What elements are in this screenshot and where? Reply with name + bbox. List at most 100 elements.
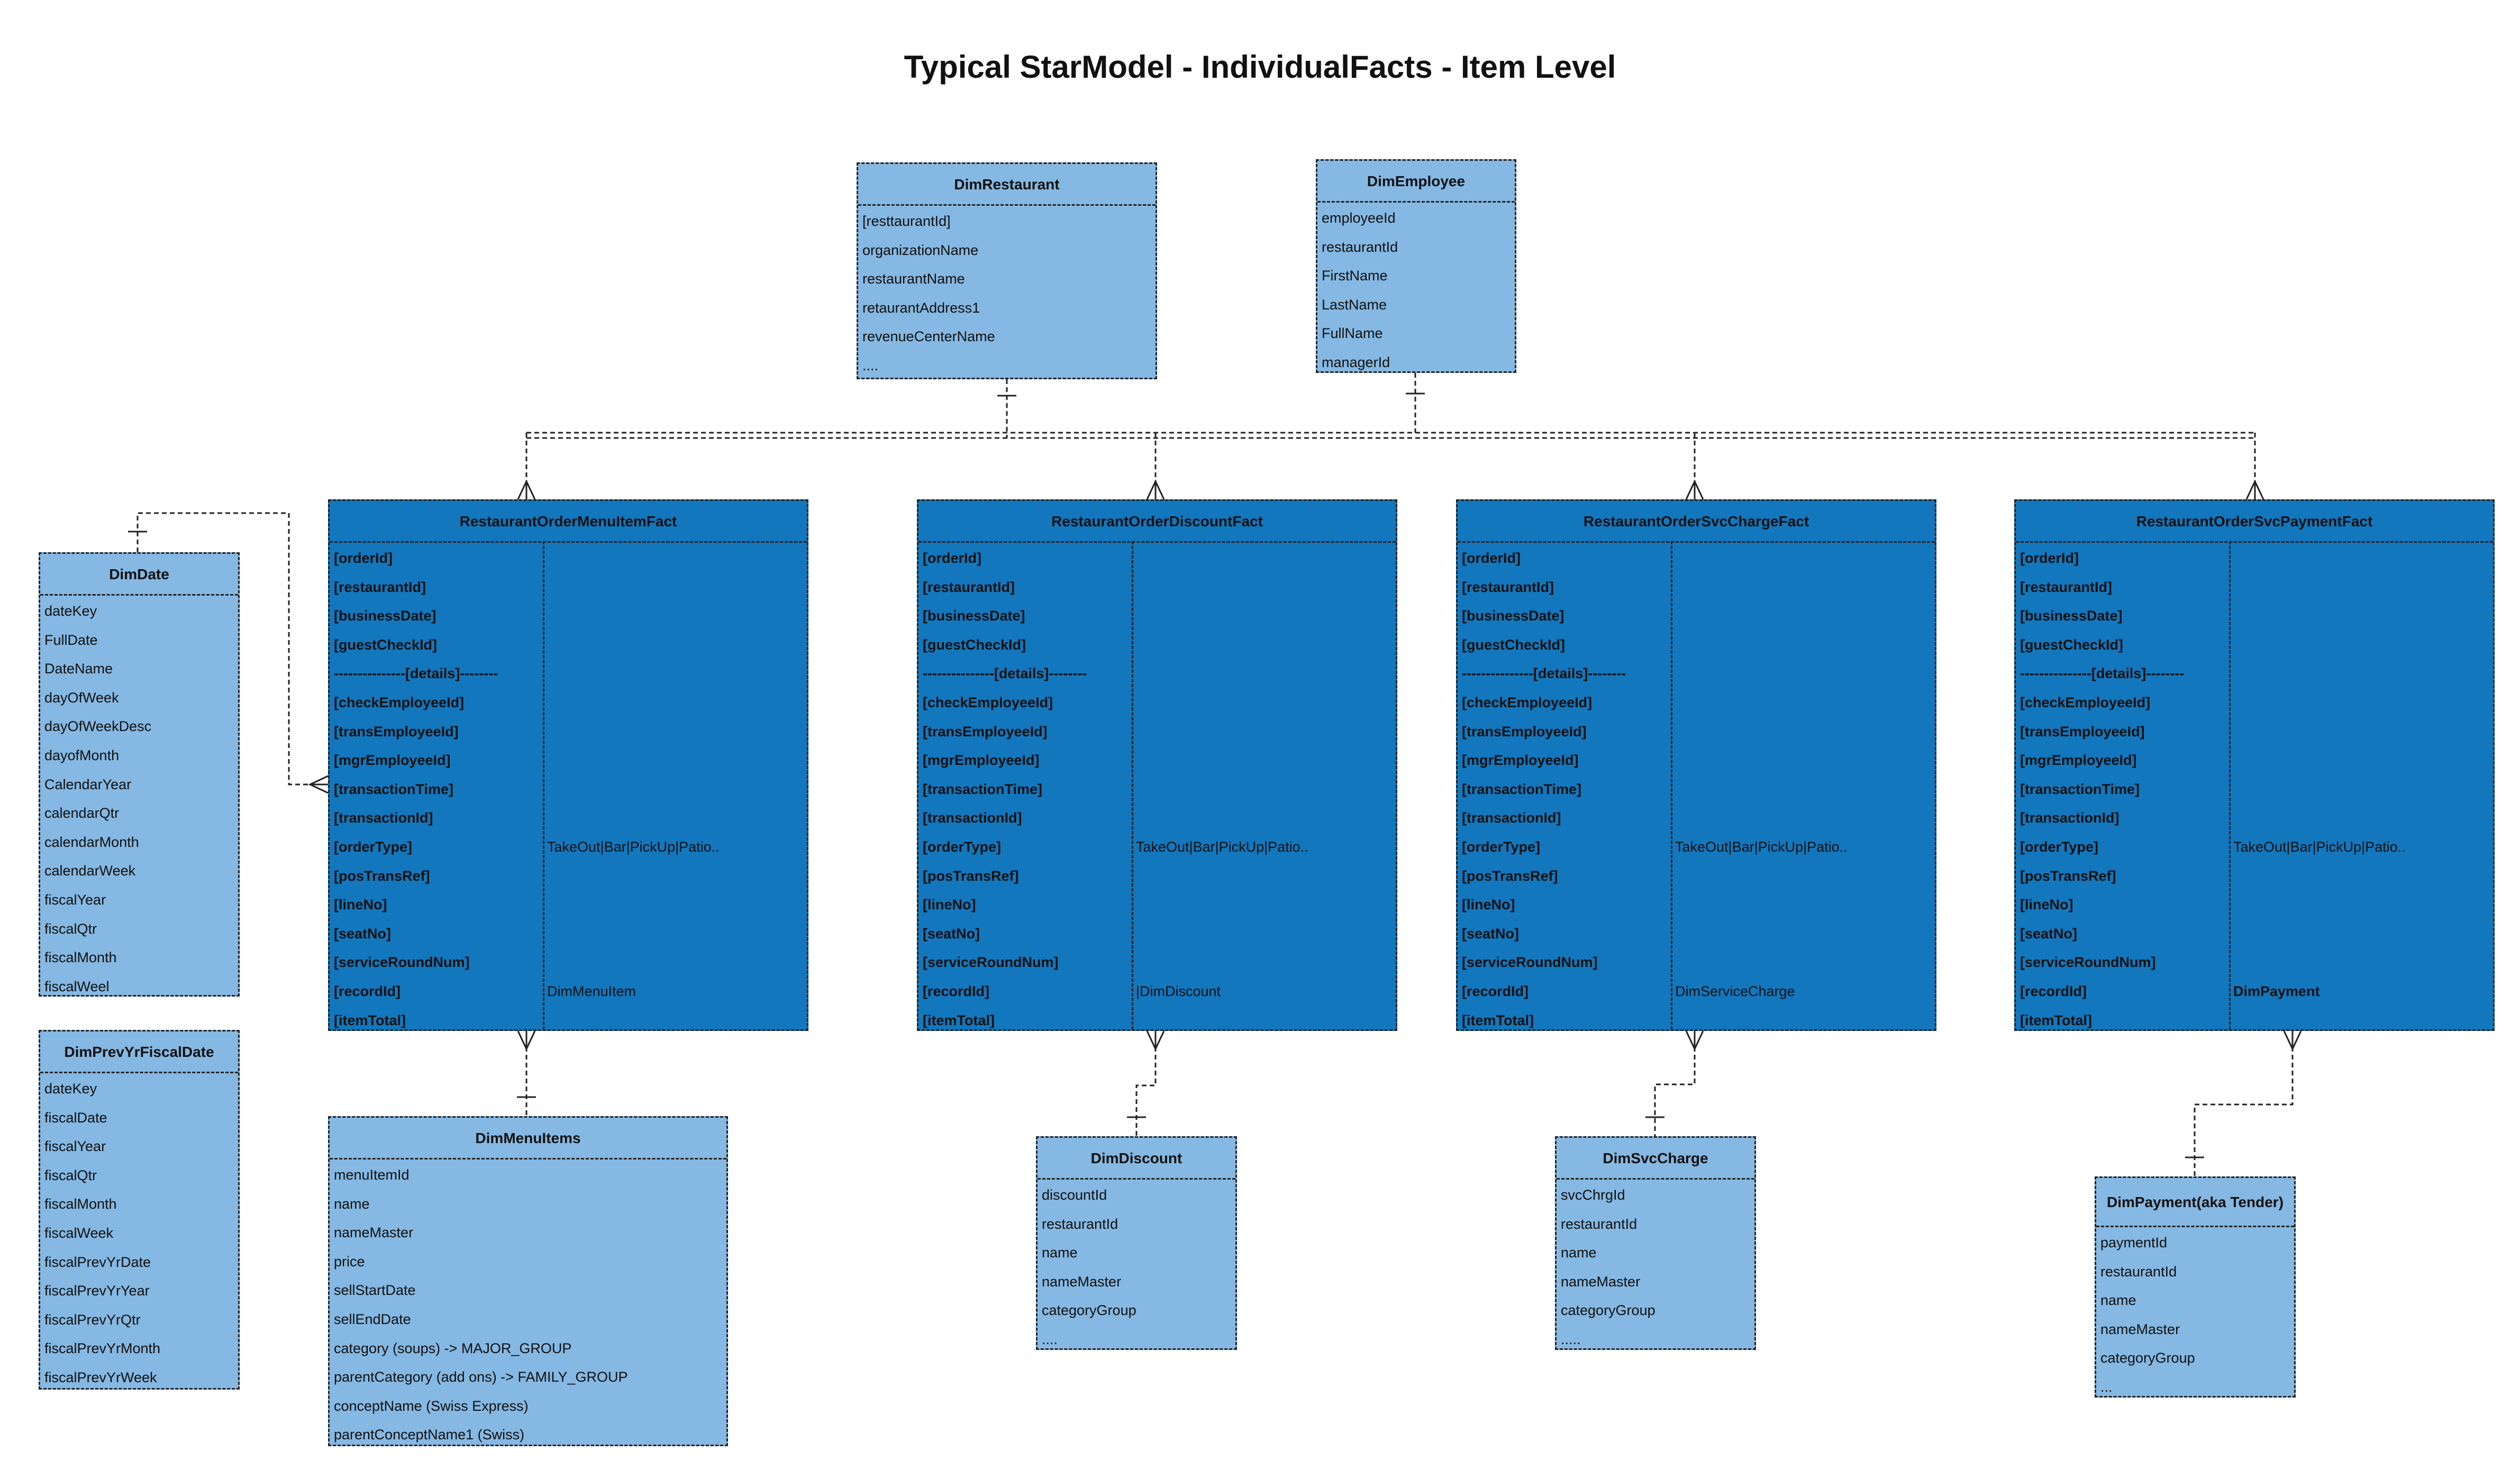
attribute-name: [serviceRoundNum]	[1462, 954, 1598, 971]
attribute-name: [seatNo]	[923, 925, 980, 942]
attribute-row: [transEmployeeId]	[1458, 717, 1935, 746]
attribute-name: svcChrgId	[1561, 1187, 1625, 1203]
attribute-row: CalendarYear	[40, 770, 238, 799]
attribute-row: [seatNo]	[918, 919, 1396, 948]
attribute-name: restaurantId	[1322, 239, 1398, 255]
attribute-row: [posTransRef]	[2016, 862, 2493, 890]
attribute-row: nameMaster	[2096, 1315, 2294, 1344]
attribute-name: fiscalWeel	[44, 978, 110, 994]
many-marker	[1146, 1030, 1165, 1051]
attribute-row: restaurantName	[858, 264, 1156, 293]
attribute-row: [guestCheckId]	[2016, 631, 2493, 659]
attribute-row: [transactionTime]	[1458, 775, 1935, 804]
attribute-row: revenueCenterName	[858, 322, 1156, 351]
attribute-name: fiscalQtr	[44, 1167, 97, 1183]
attribute-row: svcChrgId	[1557, 1181, 1754, 1209]
attribute-row: fiscalMonth	[40, 1190, 238, 1218]
attribute-row: nameMaster	[330, 1218, 726, 1247]
entity-name: RestaurantOrderDiscountFact	[918, 501, 1396, 543]
attribute-name: nameMaster	[334, 1225, 414, 1241]
entity-fact-discount[interactable]: RestaurantOrderDiscountFact[orderId][res…	[917, 499, 1397, 1031]
attribute-name: [businessDate]	[334, 608, 436, 624]
attribute-row: fiscalPrevYrDate	[40, 1248, 238, 1276]
attribute-row: fiscalYear	[40, 885, 238, 914]
attribute-name: CalendarYear	[44, 776, 132, 792]
attribute-name: LastName	[1322, 296, 1387, 313]
attribute-row: [seatNo]	[1458, 919, 1935, 948]
attribute-row: ---------------[details]--------	[330, 659, 807, 688]
attribute-row: [orderType]TakeOut|Bar|PickUp|Patio..	[918, 833, 1396, 861]
attribute-name: [orderId]	[2020, 550, 2079, 566]
attribute-row: FullDate	[40, 626, 238, 654]
attribute-row: fiscalPrevYrYear	[40, 1276, 238, 1305]
attribute-name: paymentId	[2100, 1235, 2168, 1250]
attribute-row: [restaurantId]	[1458, 573, 1935, 601]
entity-name: DimPayment(aka Tender)	[2096, 1178, 2294, 1227]
attribute-name: .....	[1561, 1331, 1581, 1347]
entity-dim-restaurant[interactable]: DimRestaurant[resttaurantId]organization…	[857, 162, 1157, 379]
entity-fact-svc-payment[interactable]: RestaurantOrderSvcPaymentFact[orderId][r…	[2014, 499, 2495, 1031]
attribute-name: [lineNo]	[1462, 897, 1515, 913]
attribute-name: restaurantName	[862, 271, 965, 287]
attribute-name: [restaurantId]	[2020, 579, 2113, 595]
attribute-row: [transactionId]	[330, 804, 807, 832]
attribute-row: paymentId	[2096, 1228, 2294, 1257]
attribute-name: [itemTotal]	[2020, 1012, 2092, 1028]
entity-name: DimEmployee	[1317, 161, 1515, 203]
attribute-name: calendarWeek	[44, 863, 136, 879]
attribute-name: [guestCheckId]	[923, 636, 1026, 653]
attribute-name: [recordId]	[923, 983, 990, 999]
attribute-name: organizationName	[862, 242, 979, 258]
attribute-name: [mgrEmployeeId]	[923, 752, 1040, 769]
attribute-name: [serviceRoundNum]	[2020, 954, 2156, 971]
entity-fact-menu-item[interactable]: RestaurantOrderMenuItemFact[orderId][res…	[328, 499, 808, 1031]
many-marker	[517, 1030, 536, 1051]
attribute-row: [orderId]	[2016, 544, 2493, 572]
attribute-name: [guestCheckId]	[334, 636, 438, 653]
attribute-row: sellEndDate	[330, 1305, 726, 1334]
attribute-name: nameMaster	[1042, 1273, 1122, 1290]
attribute-name: [businessDate]	[923, 608, 1025, 624]
entity-name: RestaurantOrderSvcChargeFact	[1458, 501, 1935, 543]
relationship-line	[1654, 1031, 1696, 1136]
attribute-row: [transactionId]	[918, 804, 1396, 832]
attribute-name: [transEmployeeId]	[1462, 723, 1587, 740]
attribute-name: price	[334, 1253, 365, 1270]
attribute-name: [transactionId]	[334, 810, 433, 826]
attribute-row: fiscalWeel	[40, 972, 238, 1001]
relationship-line	[1135, 1031, 1157, 1136]
attribute-row: [transactionId]	[1458, 804, 1935, 832]
attribute-row: [itemTotal]	[1458, 1006, 1935, 1035]
entity-name: DimPrevYrFiscalDate	[40, 1031, 238, 1073]
attribute-row: [transEmployeeId]	[2016, 717, 2493, 746]
attribute-row: managerId	[1317, 348, 1515, 377]
attribute-row: organizationName	[858, 236, 1156, 264]
attribute-row: FirstName	[1317, 261, 1515, 290]
entity-fact-svc-charge[interactable]: RestaurantOrderSvcChargeFact[orderId][re…	[1456, 499, 1936, 1031]
column-divider	[543, 541, 544, 1029]
attribute-row: restaurantId	[1557, 1210, 1754, 1238]
attribute-name: dayOfWeekDesc	[44, 718, 152, 735]
attribute-row: [recordId]|DimDiscount	[918, 977, 1396, 1006]
attribute-row: DateName	[40, 654, 238, 683]
attribute-name: [recordId]	[1462, 983, 1529, 999]
attribute-name: fiscalMonth	[44, 950, 117, 966]
attribute-name: [posTransRef]	[2020, 868, 2116, 884]
attribute-row: ....	[1038, 1325, 1235, 1354]
attribute-row: [orderType]TakeOut|Bar|PickUp|Patio..	[330, 833, 807, 861]
attribute-name: [transactionTime]	[923, 781, 1043, 797]
attribute-name: name	[1561, 1245, 1597, 1261]
attribute-row: fiscalMonth	[40, 943, 238, 972]
attribute-row: nameMaster	[1557, 1267, 1754, 1296]
attribute-list: [orderId][restaurantId][businessDate][gu…	[918, 544, 1396, 1029]
